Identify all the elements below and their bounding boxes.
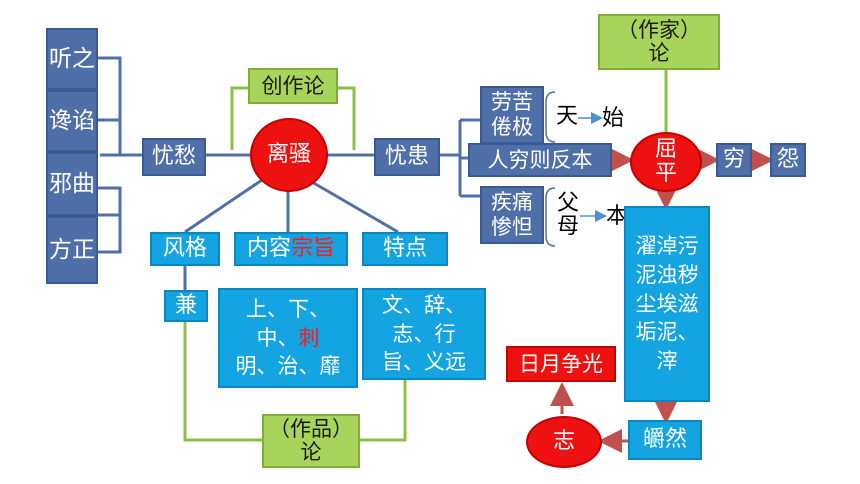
- neirong-label: 内容: [246, 236, 291, 262]
- ben-text: 本: [605, 204, 628, 229]
- content-line3: 明、治、靡: [235, 354, 341, 379]
- jian-box: 兼: [164, 290, 208, 322]
- content-line2-prefix: 中、: [256, 325, 299, 350]
- left-box-xiequ: 邪曲: [46, 152, 98, 216]
- content-line1: 上、下、: [246, 297, 330, 322]
- content-line2-red: 刺: [298, 325, 320, 350]
- yuan-box: 怨: [770, 143, 806, 177]
- tedian-box: 特点: [362, 232, 448, 266]
- left-box-chanchan: 谗谄: [46, 90, 98, 152]
- youhuan-box: 忧患: [374, 138, 440, 176]
- renqiong-box: 人穷则反本: [468, 143, 612, 177]
- quping-label: 屈平: [654, 136, 677, 186]
- lisao-label: 离骚: [267, 141, 312, 167]
- shi-text: 始: [601, 106, 624, 131]
- jitong-box: 疾痛惨怛: [480, 186, 544, 244]
- trait-line1: 文、辞、: [382, 293, 466, 318]
- fengge-box: 风格: [150, 232, 220, 266]
- left-box-tingzhi: 听之: [46, 28, 98, 90]
- zongzhi-label: 宗旨: [291, 236, 336, 262]
- neirong-zongzhi-box: 内容宗旨: [234, 232, 348, 266]
- zhuozhuo-box: 濯淖污泥浊秽尘埃滋垢泥、滓: [624, 206, 710, 402]
- lisao-circle: 离骚: [250, 118, 328, 192]
- content-line2: 中、刺: [257, 324, 320, 352]
- trait-line2: 志、行: [392, 321, 456, 346]
- zuojia-lun-box: （作家） 论: [598, 14, 720, 70]
- left-bracket: [98, 56, 142, 254]
- content-box: 上、下、 中、刺 明、治、靡: [218, 288, 358, 388]
- fumu-text: 父母: [556, 191, 579, 240]
- jiaoran-box: 皭然: [628, 420, 702, 460]
- chuangzuo-lun-box: 创作论: [248, 68, 338, 104]
- trait-line3: 旨、义远: [382, 350, 466, 375]
- left-box-fangzheng: 方正: [46, 216, 98, 284]
- zuojia-lun-top: （作家）: [617, 17, 701, 42]
- zuopin-lun-bottom: 论: [300, 440, 322, 464]
- tian-text: 天: [555, 104, 578, 129]
- zhi-circle: 志: [526, 416, 602, 468]
- zuopin-lun-box: （作品） 论: [262, 414, 360, 468]
- quping-circle: 屈平: [630, 132, 702, 192]
- laoku-box: 劳苦倦极: [480, 86, 544, 144]
- zuopin-lun-top: （作品）: [269, 416, 353, 441]
- qiong-box: 穷: [716, 143, 752, 177]
- riyue-box: 日月争光: [506, 346, 616, 382]
- zuojia-lun-bottom: 论: [648, 41, 670, 65]
- trait-box: 文、辞、 志、行 旨、义远: [362, 288, 486, 380]
- youchou-box: 忧愁: [142, 138, 206, 176]
